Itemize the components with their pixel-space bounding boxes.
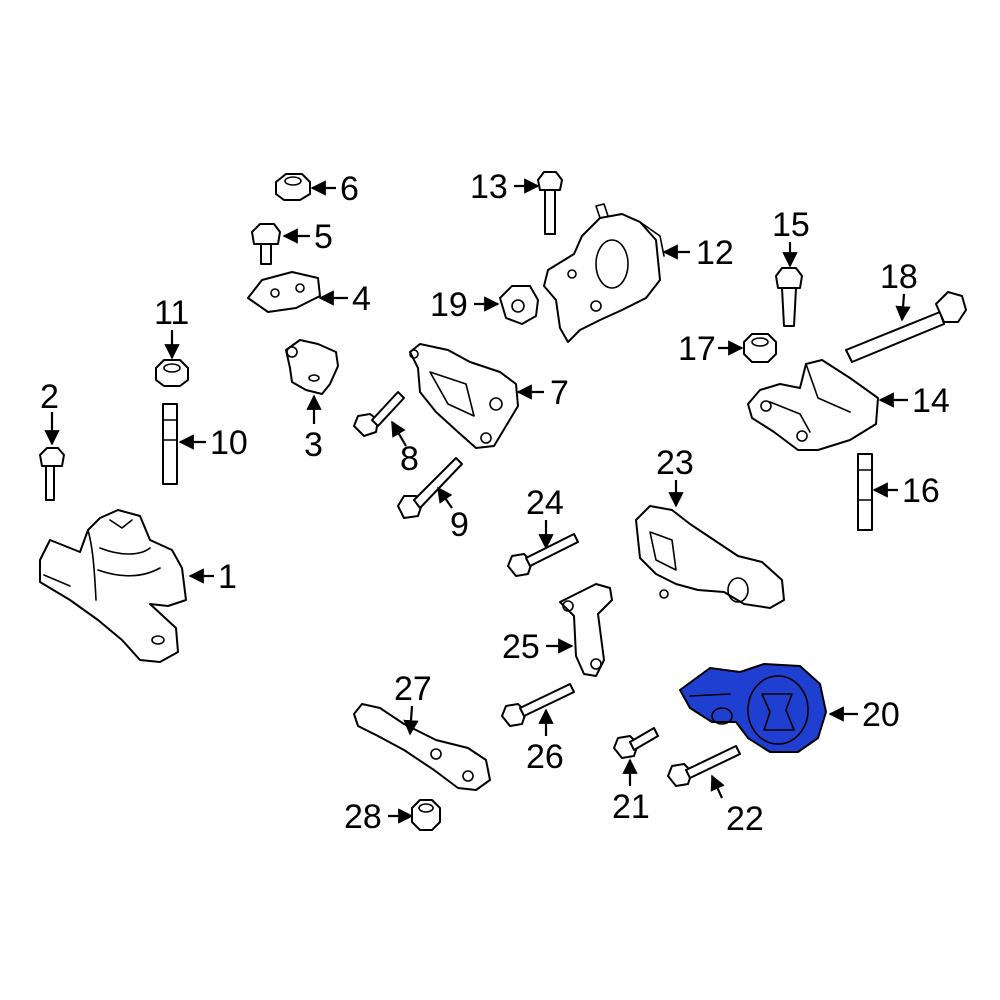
callout-7: 7 [550,374,569,412]
callout-6: 6 [340,170,359,208]
part-22-bolt[interactable] [667,745,741,787]
callout-14: 14 [912,382,950,420]
callout-23: 23 [656,444,694,482]
part-12-mount[interactable] [543,203,665,343]
part-5-bolt[interactable] [251,223,281,265]
callout-16: 16 [902,472,940,510]
part-19-bushing[interactable] [499,285,539,325]
callout-28: 28 [344,798,382,836]
part-13-bolt[interactable] [537,171,563,235]
callout-21: 21 [612,788,650,826]
part-1-engine-mount[interactable] [39,509,187,663]
part-2-bolt[interactable] [39,447,65,501]
part-21-bolt[interactable] [613,727,659,759]
part-9-bolt[interactable] [397,457,463,519]
part-16-stud[interactable] [857,453,873,531]
part-17-nut[interactable] [743,333,777,363]
callout-4: 4 [352,280,371,318]
callout-17: 17 [678,330,716,368]
part-28-nut[interactable] [411,799,441,831]
callout-9: 9 [450,506,469,544]
part-18-bolt[interactable] [845,291,967,363]
callout-8: 8 [400,440,419,478]
callout-12: 12 [696,234,734,272]
part-14-bracket[interactable] [747,359,879,451]
part-10-stud[interactable] [162,403,178,485]
callout-25: 25 [502,628,540,666]
part-23-bracket[interactable] [635,505,785,609]
part-24-bolt[interactable] [507,533,579,577]
callout-24: 24 [526,484,564,522]
part-8-bolt[interactable] [353,391,405,437]
callout-3: 3 [304,426,323,464]
callout-20: 20 [862,696,900,734]
callout-2: 2 [40,378,59,416]
callout-27: 27 [394,670,432,708]
callout-22: 22 [726,800,764,838]
callout-19: 19 [430,286,468,324]
callout-5: 5 [314,218,333,256]
callout-11: 11 [154,294,189,332]
part-26-bolt[interactable] [501,683,575,727]
callout-18: 18 [880,258,918,296]
callout-labels: 1 2 3 4 5 6 7 8 9 10 11 12 13 14 15 16 1… [40,168,950,838]
callout-10: 10 [210,424,248,462]
part-3-bracket[interactable] [285,339,339,395]
callout-15: 15 [772,206,810,244]
part-15-bolt[interactable] [775,267,803,327]
part-4-plate[interactable] [247,271,321,313]
callout-26: 26 [526,738,564,776]
part-27-bracket[interactable] [353,703,491,791]
callout-1: 1 [218,558,237,596]
leader-lines [44,178,911,824]
part-11-nut[interactable] [155,359,189,387]
part-7-bracket[interactable] [409,343,519,449]
callout-13: 13 [470,168,508,206]
part-20-transmission-mount[interactable] [679,663,827,753]
part-6-nut[interactable] [275,173,311,201]
part-25-link[interactable] [559,583,613,677]
